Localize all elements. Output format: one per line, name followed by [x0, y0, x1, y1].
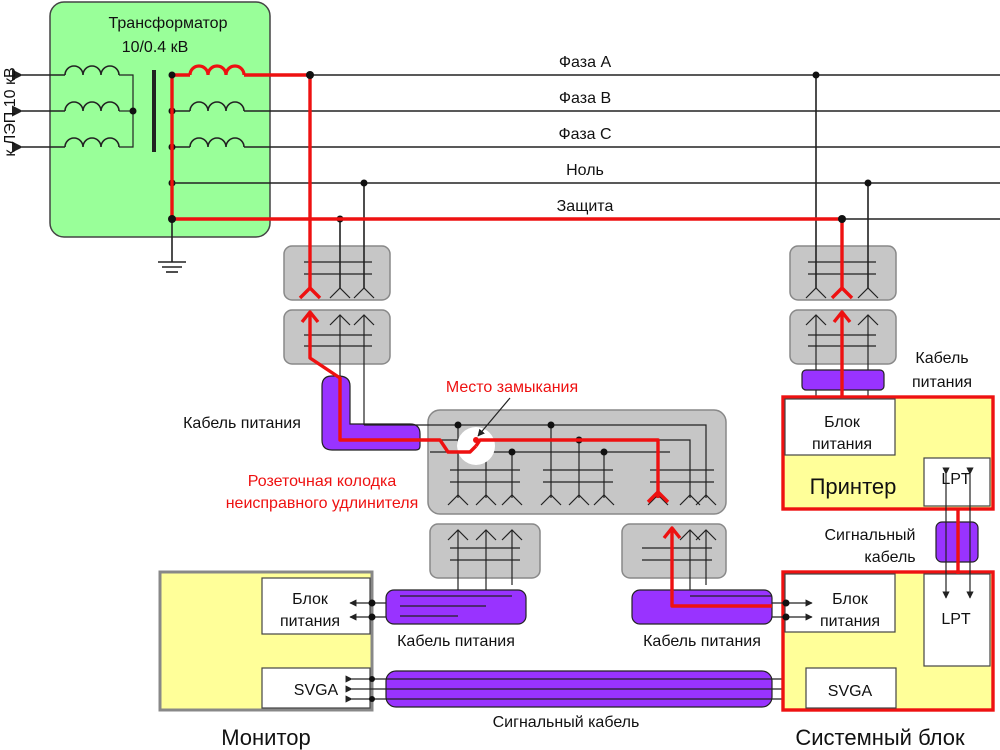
monitor-plug	[429, 523, 541, 606]
transformer: Трансформатор 10/0.4 кВ	[11, 1, 271, 273]
label-faulty-socket-2: неисправного удлинителя	[226, 495, 419, 512]
left-wall-socket	[283, 179, 391, 376]
junction-dot	[600, 448, 608, 456]
label-signal-cable-svga: Сигнальный кабель	[493, 714, 640, 731]
system-unit-device: Блок питания LPT SVGA	[781, 570, 995, 712]
lpt-cable-label-1: Сигнальный	[824, 527, 915, 544]
ground-icon	[158, 261, 186, 273]
label-protective: Защита	[557, 198, 614, 215]
printer-lpt-port	[923, 457, 991, 507]
monitor-power-cable	[385, 589, 527, 625]
monitor-psu-label-2: питания	[280, 613, 340, 630]
junction-dot	[508, 448, 516, 456]
junction-dot	[454, 421, 462, 429]
transformer-title: Трансформатор	[109, 15, 228, 32]
label-power-cable-left: Кабель питания	[183, 415, 301, 432]
fault-current-path	[170, 73, 960, 608]
label-faulty-socket-1: Розеточная колодка	[248, 473, 397, 490]
monitor-svga-label: SVGA	[294, 682, 339, 699]
primary-coil-c-icon	[64, 137, 120, 148]
printer-device: Блок питания LPT Принтер	[781, 395, 995, 511]
junction-dot	[129, 107, 137, 115]
printer-psu-label-2: питания	[812, 436, 872, 453]
printer-title: Принтер	[810, 474, 897, 499]
system-svga-label: SVGA	[828, 683, 873, 700]
junction-dot	[547, 421, 555, 429]
extension-power-cable	[321, 375, 421, 451]
label-phase-c: Фаза C	[558, 126, 611, 143]
secondary-coil-c-icon	[189, 137, 245, 148]
label-phase-a: Фаза A	[559, 54, 612, 71]
monitor-psu-label-1: Блок	[292, 591, 329, 608]
extension-box	[427, 409, 727, 515]
junction-dot	[360, 179, 368, 187]
label-neutral: Ноль	[566, 162, 604, 179]
wall-outlet-block	[283, 245, 391, 301]
junction-dot	[864, 179, 872, 187]
plug-block	[621, 523, 727, 579]
transformer-box	[49, 1, 271, 238]
system-lpt-label: LPT	[941, 611, 971, 628]
extension-socket-block	[339, 376, 727, 515]
printer-cable-label-1: Кабель	[915, 350, 968, 367]
printer-cable-label-2: питания	[912, 374, 972, 391]
plug-block	[429, 523, 541, 579]
hv-line-label: к ЛЭП 10 кВ	[2, 67, 19, 156]
system-svga-port	[805, 667, 897, 709]
system-psu-label-1: Блок	[832, 591, 869, 608]
system-lpt-port	[923, 573, 991, 667]
system-psu-label-2: питания	[820, 613, 880, 630]
label-power-cable-monitor: Кабель питания	[397, 633, 515, 650]
system-unit-plug	[621, 523, 727, 596]
monitor-title: Монитор	[221, 725, 311, 750]
printer-psu-label-1: Блок	[824, 414, 861, 431]
secondary-coil-b-icon	[189, 101, 245, 112]
label-power-cable-system: Кабель питания	[643, 633, 761, 650]
label-fault-location: Место замыкания	[446, 379, 578, 396]
junction-dot	[812, 71, 820, 79]
fault-pointer-icon	[477, 397, 511, 437]
lpt-cable-label-2: кабель	[864, 549, 915, 566]
monitor-device: Блок питания SVGA	[158, 570, 374, 712]
secondary-coil-a-icon	[188, 64, 246, 76]
label-phase-b: Фаза B	[559, 90, 611, 107]
printer-power-supply	[784, 398, 896, 456]
system-unit-title: Системный блок	[795, 725, 965, 750]
primary-coil-a-icon	[64, 65, 120, 76]
primary-coil-b-icon	[64, 101, 120, 112]
transformer-rating: 10/0.4 кВ	[122, 39, 189, 56]
